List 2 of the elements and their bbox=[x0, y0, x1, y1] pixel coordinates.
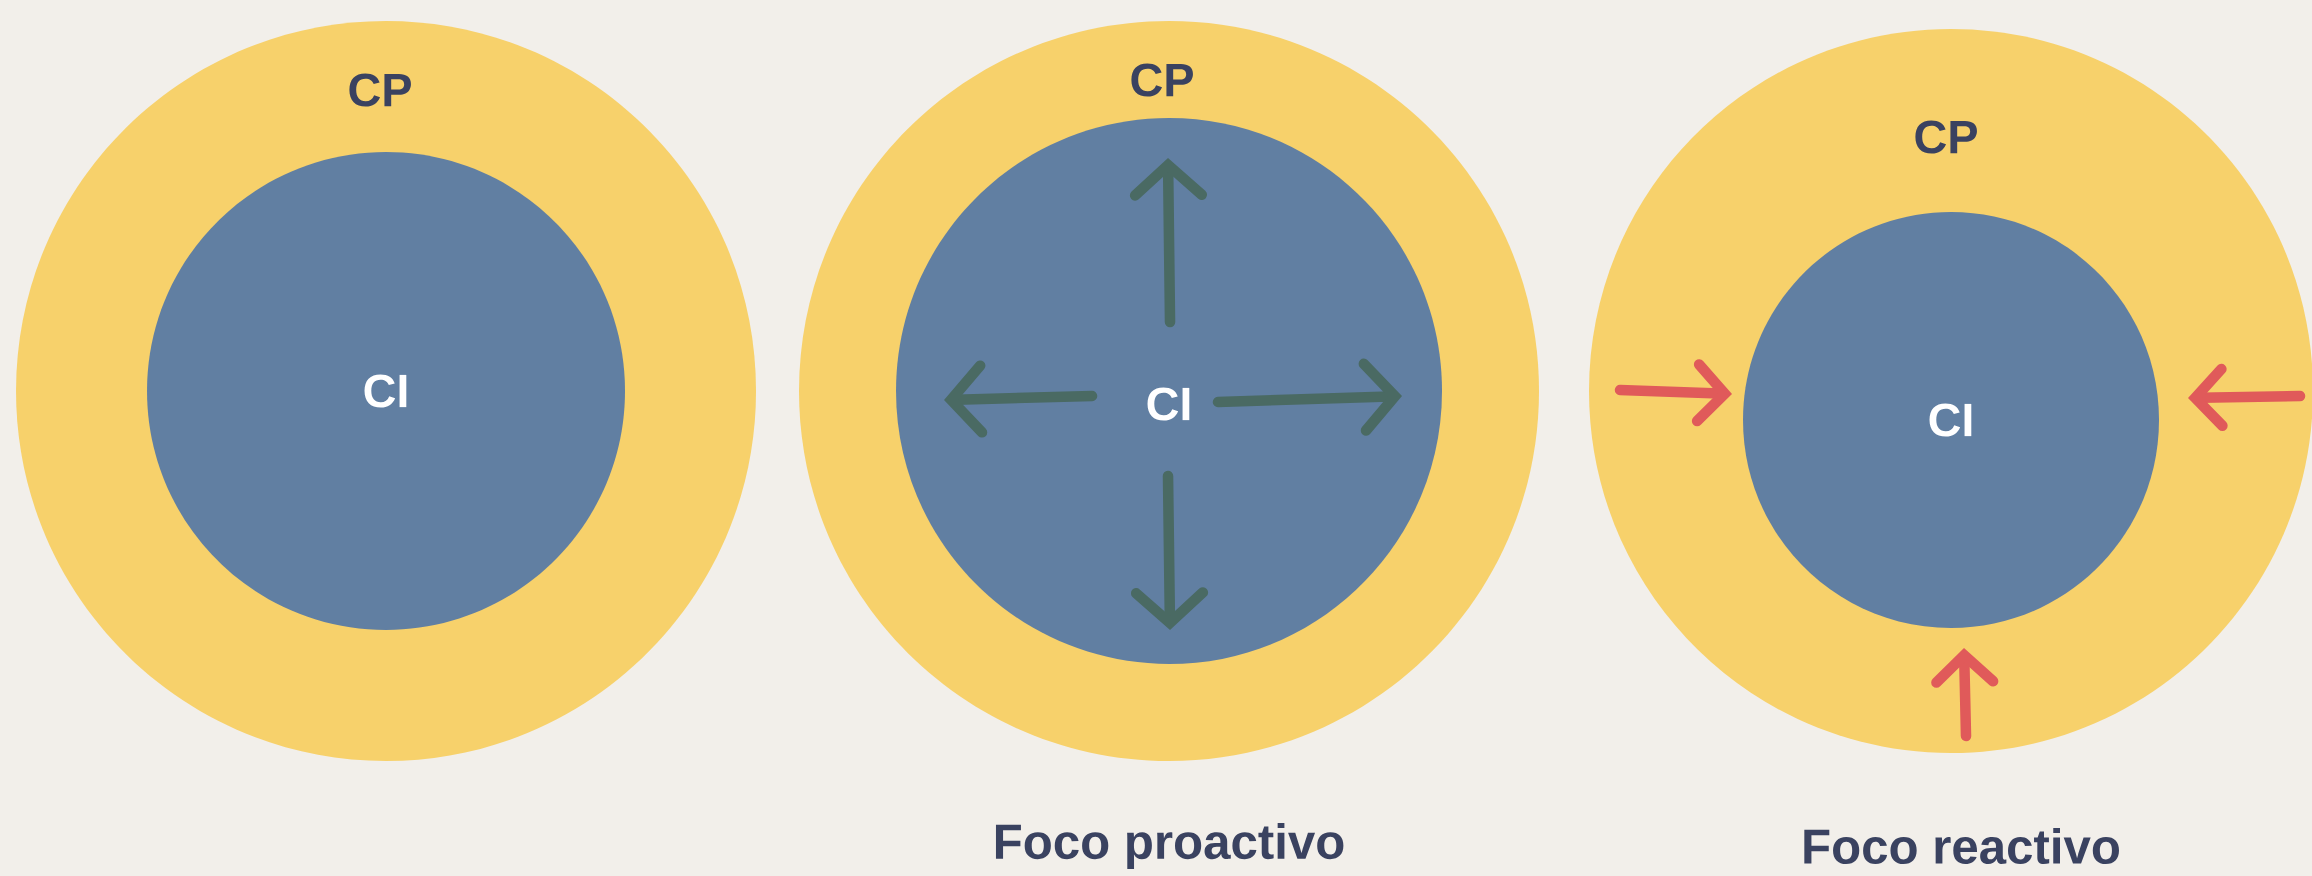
node-label: Foco reactivo bbox=[1804, 827, 2119, 865]
node-label: Foco proactivo bbox=[995, 823, 1344, 869]
